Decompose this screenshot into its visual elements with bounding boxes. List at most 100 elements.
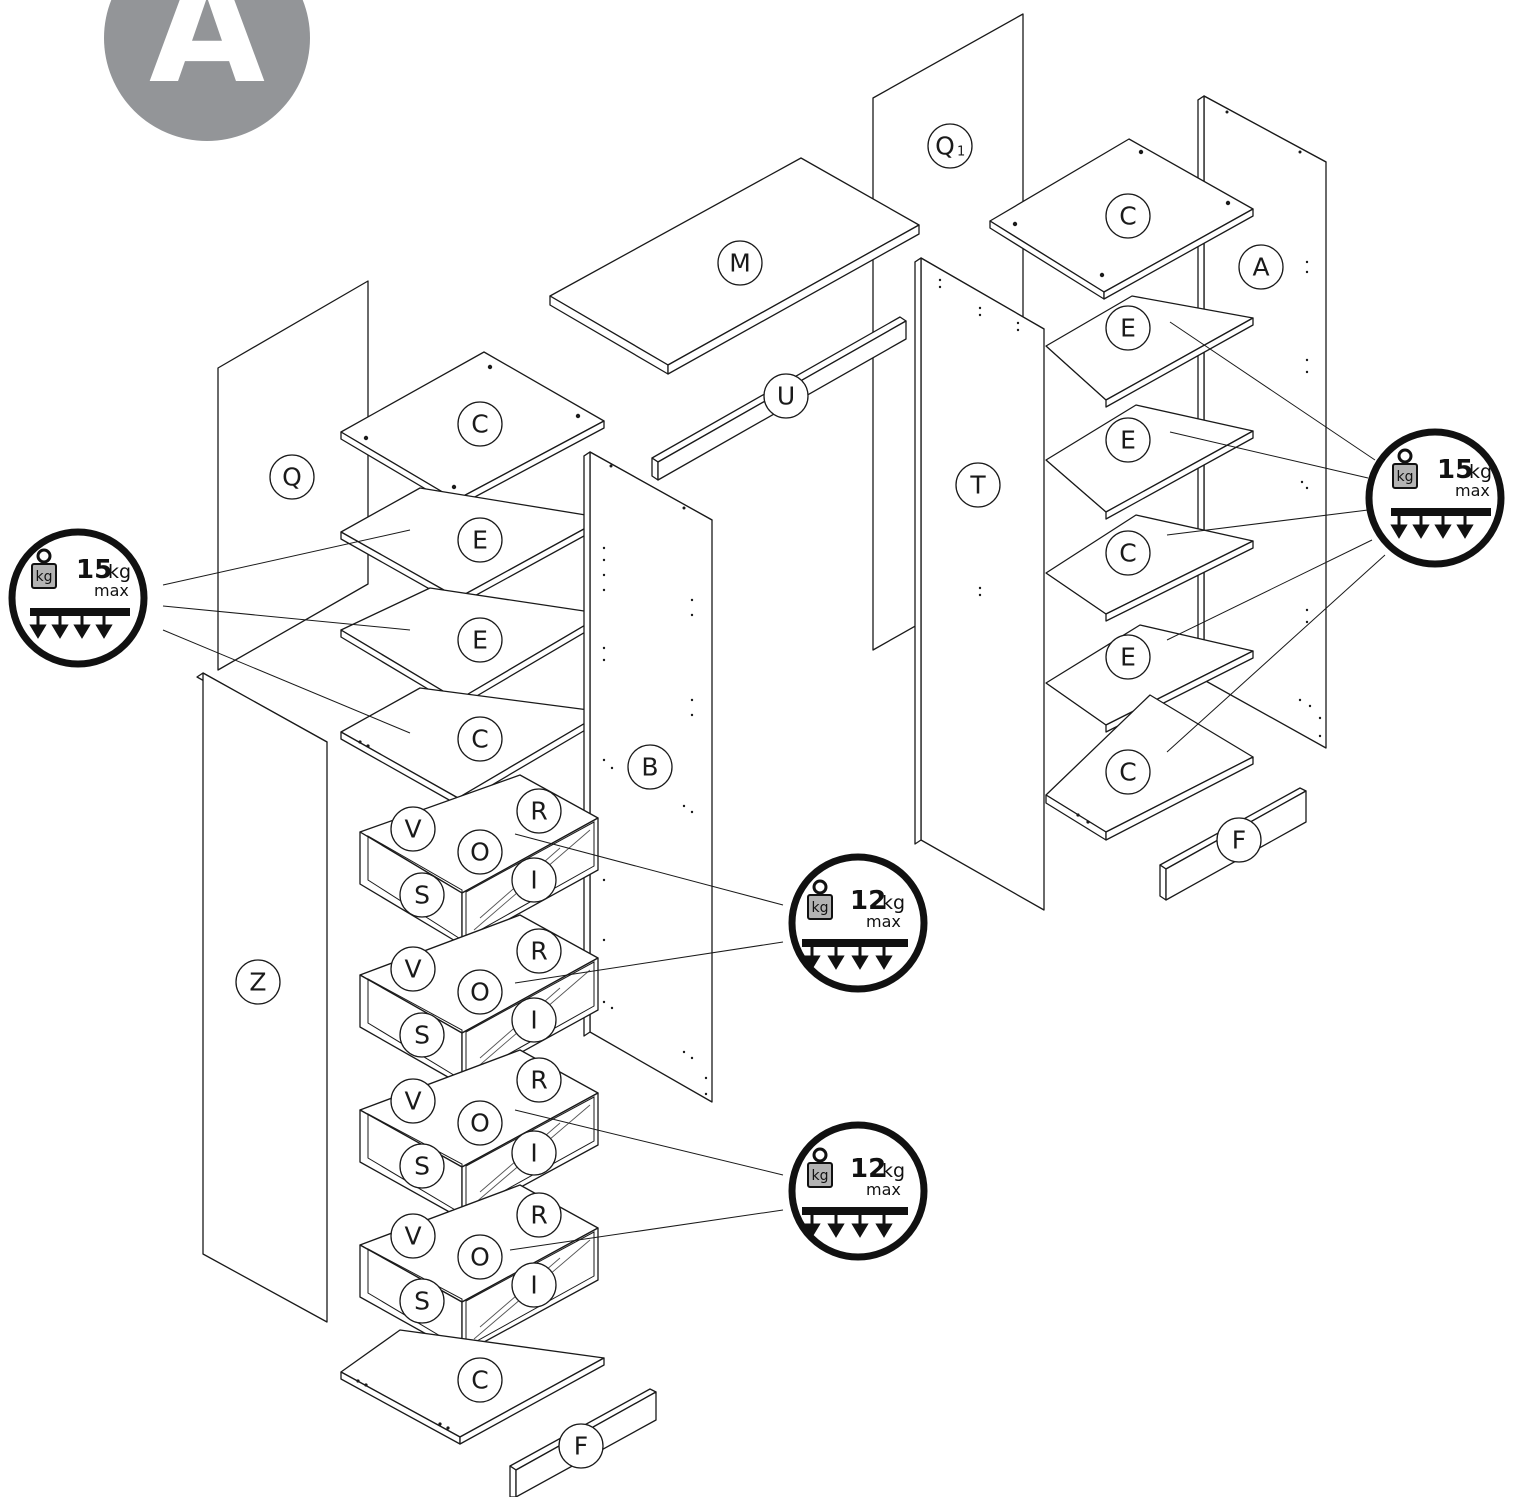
load-arrows-icon [1390,508,1491,539]
svg-text:kg: kg [1397,469,1414,485]
weight-icon: kg [1392,448,1418,489]
label-c-r4: C [1105,530,1151,576]
svg-text:V: V [404,955,421,984]
svg-text:E: E [472,626,488,655]
load-badge-drawers-upper: kg 12 kg max [788,853,928,993]
svg-text:M: M [729,249,751,278]
weight-icon: kg [31,548,57,589]
svg-text:kg: kg [108,561,131,583]
load-badge-left: kg 15 kg max [8,528,148,668]
label-e-l3: E [457,617,503,663]
svg-text:R: R [530,797,547,826]
svg-text:Z: Z [249,968,266,997]
svg-text:kg: kg [882,892,905,914]
right-shelf-stack [989,138,1254,841]
svg-text:E: E [472,526,488,555]
svg-text:I: I [530,866,537,895]
label-c-l1: C [457,401,503,447]
label-b: B [627,744,673,790]
svg-text:F: F [1232,826,1246,855]
label-c-bottom: C [457,1357,503,1403]
svg-text:T: T [969,471,986,500]
drawer-2-labels: R V O I S [390,928,562,1058]
svg-text:O: O [470,838,490,867]
svg-text:max: max [1455,481,1490,500]
svg-text:U: U [777,382,795,411]
svg-text:E: E [1120,314,1136,343]
svg-text:I: I [530,1006,537,1035]
right-shelf-4 [1045,514,1254,622]
svg-text:E: E [1120,643,1136,672]
svg-text:V: V [404,1222,421,1251]
svg-text:I: I [530,1271,537,1300]
svg-text:C: C [1119,539,1136,568]
label-t: T [955,462,1001,508]
label-c-r1: C [1105,193,1151,239]
svg-text:B: B [641,753,658,782]
svg-text:12: 12 [850,1154,886,1184]
svg-text:12: 12 [850,886,886,916]
drawer-1-labels: R V O I S [390,788,562,918]
svg-text:1: 1 [957,145,965,160]
label-q1: Q 1 [927,123,973,169]
step-letter: A [149,0,265,117]
svg-text:S: S [414,1021,430,1050]
leader-lines [162,321,1386,1251]
load-arrows-icon [802,1207,908,1238]
label-c-r6: C [1105,749,1151,795]
svg-text:max: max [866,912,901,931]
right-shelf-2 [1045,295,1254,408]
label-u: U [763,373,809,419]
label-e-r5: E [1105,634,1151,680]
label-z: Z [235,959,281,1005]
label-c-l4: C [457,716,503,762]
load-badge-right: kg 15 kg max [1365,428,1505,568]
svg-text:S: S [414,1152,430,1181]
label-e-r2: E [1105,305,1151,351]
svg-text:kg: kg [36,569,53,585]
label-e-l2: E [457,517,503,563]
weight-icon: kg [807,1147,833,1188]
label-e-r3: E [1105,417,1151,463]
drawer-3-labels: R V O I S [390,1057,562,1189]
svg-text:C: C [471,410,488,439]
part-labels: Q 1 M U A T C E E C E C F Q C E E C B Z … [235,123,1284,1469]
svg-text:max: max [866,1180,901,1199]
svg-text:Q: Q [282,463,302,492]
label-f-right: F [1216,817,1262,863]
svg-text:max: max [94,581,129,600]
svg-text:S: S [414,1287,430,1316]
svg-text:A: A [1252,253,1269,282]
svg-text:E: E [1120,426,1136,455]
right-shelf-3 [1045,404,1254,520]
svg-text:O: O [470,1243,490,1272]
svg-text:R: R [530,1066,547,1095]
svg-text:kg: kg [882,1160,905,1182]
panel-t [914,257,1045,911]
label-q: Q [269,454,315,500]
svg-text:C: C [1119,202,1136,231]
label-f-left: F [558,1423,604,1469]
load-arrows-icon [802,939,908,970]
svg-text:kg: kg [812,900,829,916]
step-badge-circle [104,0,310,141]
svg-text:I: I [530,1139,537,1168]
step-badge: A [104,0,310,141]
svg-text:O: O [470,978,490,1007]
load-badge-drawers-lower: kg 12 kg max [788,1121,928,1261]
svg-text:kg: kg [812,1168,829,1184]
svg-text:15: 15 [76,555,112,585]
svg-text:15: 15 [1437,455,1473,485]
svg-text:C: C [471,1366,488,1395]
svg-text:Q: Q [935,132,955,161]
svg-text:S: S [414,881,430,910]
svg-text:F: F [574,1432,588,1461]
svg-text:R: R [530,1201,547,1230]
svg-text:kg: kg [1469,461,1492,483]
svg-text:C: C [471,725,488,754]
svg-text:C: C [1119,758,1136,787]
svg-text:R: R [530,937,547,966]
load-arrows-icon [29,608,130,639]
